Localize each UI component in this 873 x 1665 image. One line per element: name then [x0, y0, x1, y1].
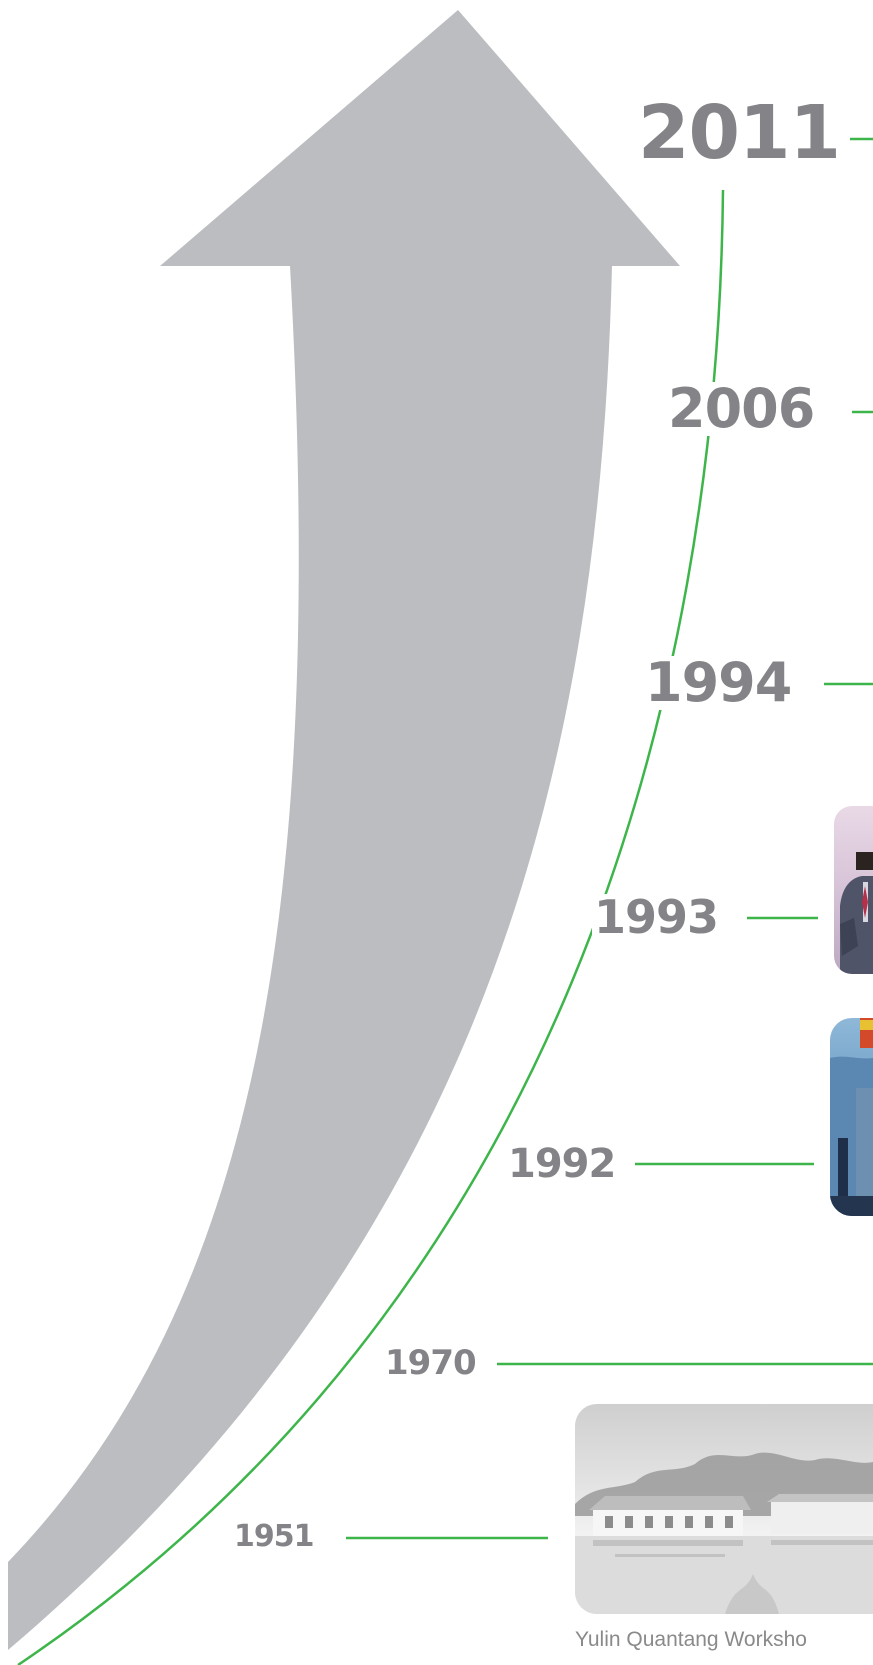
- photo-1993: [834, 806, 873, 974]
- workshop-landscape-icon: [575, 1452, 873, 1614]
- growth-arrow-icon: [8, 10, 680, 1650]
- photo-1992: [830, 1018, 873, 1216]
- year-label-1970: 1970: [383, 1343, 478, 1383]
- timeline-connectors: [346, 137, 873, 1540]
- year-label-1951: 1951: [232, 1519, 316, 1554]
- person-in-suit-icon: [840, 852, 873, 974]
- photo-workshop-1951: [575, 1404, 873, 1614]
- building-scene-icon: [830, 1018, 873, 1216]
- year-label-1994: 1994: [643, 651, 794, 714]
- year-label-2006: 2006: [666, 377, 817, 440]
- year-label-2011: 2011: [636, 90, 842, 176]
- year-label-1993: 1993: [592, 890, 721, 944]
- photo-caption-workshop: Yulin Quantang Worksho: [575, 1628, 807, 1651]
- year-label-1992: 1992: [506, 1141, 618, 1187]
